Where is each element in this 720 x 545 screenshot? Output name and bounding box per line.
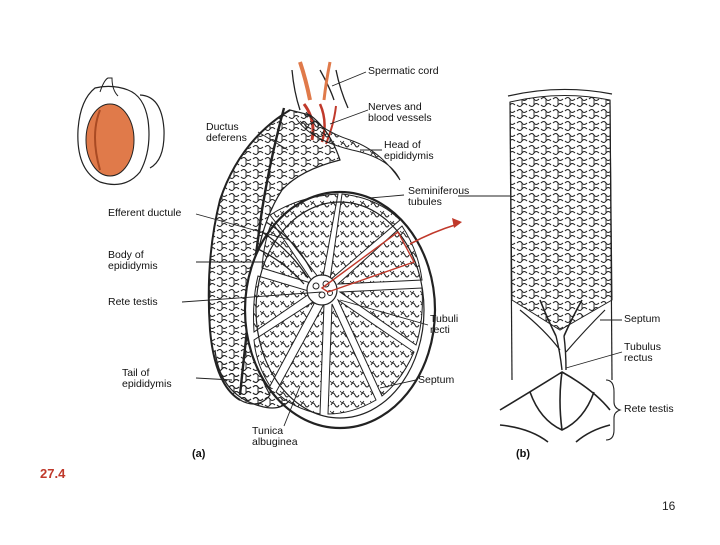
section-b-septum-lines	[519, 299, 606, 353]
label-efferent-ductule: Efferent ductule	[108, 207, 182, 219]
section-b	[507, 88, 613, 381]
head-epididymis	[295, 111, 401, 181]
figure-number: 27.4	[40, 466, 66, 481]
label-septum-b: Septum	[624, 313, 661, 325]
spermatic-cord	[291, 61, 349, 111]
efferent-ductules	[255, 221, 313, 285]
inset-testis	[85, 103, 135, 177]
section-b-tubulus-rectus	[555, 335, 567, 371]
label-septum-a: Septum	[418, 374, 455, 386]
tail-epididymis	[214, 349, 291, 409]
label-spermatic-cord: Spermatic cord	[368, 65, 439, 77]
page-number: 16	[662, 499, 676, 513]
section-indicator	[320, 218, 462, 293]
label-rete-testis-b: Rete testis	[624, 403, 674, 415]
leader-lines	[181, 71, 623, 427]
panel-label-b: (b)	[516, 448, 531, 460]
label-rete-testis: Rete testis	[108, 296, 158, 308]
section-b-rete-network	[499, 371, 611, 443]
panel-label-a: (a)	[192, 448, 206, 460]
rete-testis-bracket	[605, 379, 622, 441]
